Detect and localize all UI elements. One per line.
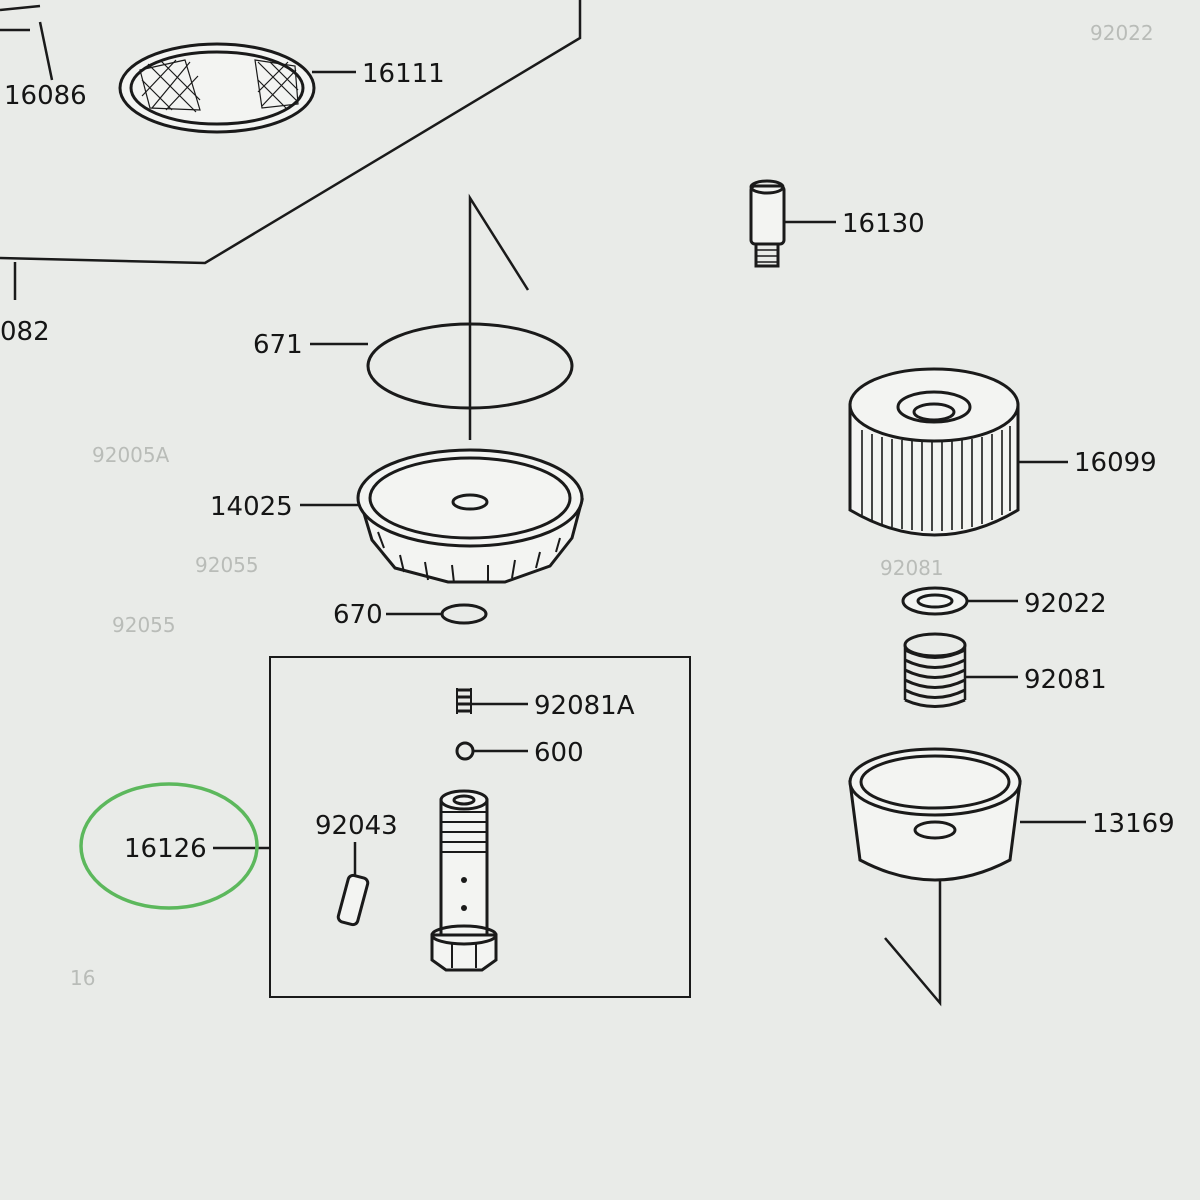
group-box-16126 [269,656,691,998]
label-16126: 16126 [124,834,207,864]
ghost-text-3: 92055 [195,553,259,577]
ghost-text-2: 92005A [92,443,170,467]
label-600: 600 [534,738,584,768]
label-13169: 13169 [1092,809,1175,839]
label-92022: 92022 [1024,589,1107,619]
bypass-valve-bolt [430,789,498,972]
assembly-line-center [468,193,530,440]
label-14025: 14025 [210,492,293,522]
bleed-through-text: 92022 92005A 92055 92081 92055 16 [70,21,1154,990]
fitting-16130 [749,179,786,268]
assembly-line-right [884,840,942,1007]
ghost-text-6: 16 [70,966,95,990]
label-670: 670 [333,600,383,630]
pin-92043 [336,873,370,927]
strainer-16111 [118,42,316,134]
cup-13169 [848,747,1022,882]
label-16086: 16086 [4,81,87,111]
o-ring-671 [366,322,574,410]
ball-600 [455,741,475,761]
oil-pan-outline [0,0,582,300]
washer-92022 [901,586,969,616]
spring-92081 [903,632,967,708]
highlight-circle [79,782,259,910]
spring-92081A [456,688,472,714]
label-082: 082 [0,317,50,347]
label-16111: 16111 [362,59,445,89]
label-92043: 92043 [315,811,398,841]
ghost-text-5: 92055 [112,613,176,637]
label-16099: 16099 [1074,448,1157,478]
oil-filter-16099 [848,367,1020,537]
ghost-text-1: 92022 [1090,21,1154,45]
o-ring-670 [440,603,488,625]
leader-16086 [38,21,54,81]
plate-14025 [356,448,584,584]
label-671: 671 [253,330,303,360]
ghost-text-4: 92081 [880,556,944,580]
label-92081A: 92081A [534,691,635,721]
label-16130: 16130 [842,209,925,239]
label-92081: 92081 [1024,665,1107,695]
